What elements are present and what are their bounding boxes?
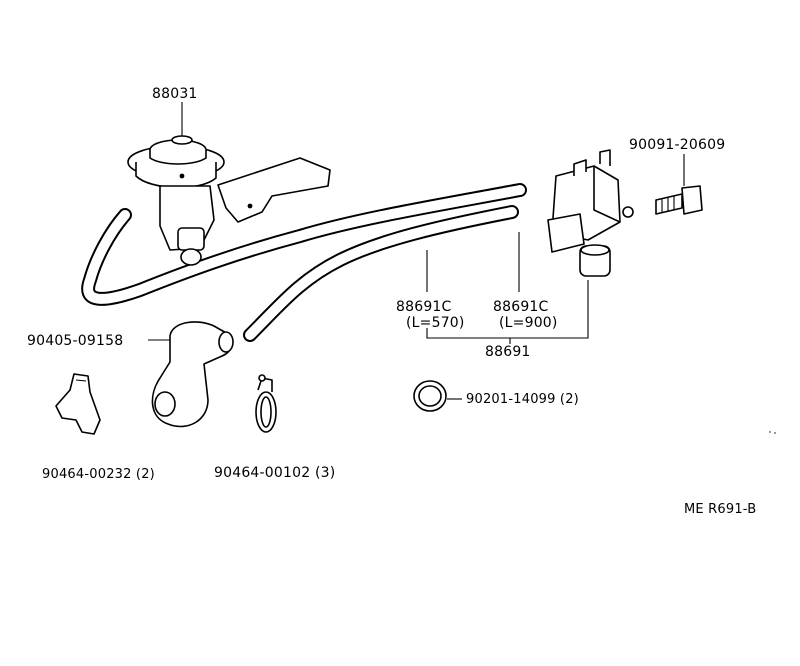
egr-valve	[128, 136, 330, 265]
gasket-ring	[414, 381, 446, 411]
label-egr-valve: 88031	[152, 86, 198, 102]
bolt	[656, 186, 702, 214]
hose-l900	[250, 212, 512, 335]
label-hose-l570: 88691C	[396, 299, 452, 315]
vacuum-switching-valve	[548, 150, 633, 276]
label-hose-clamp: 90464-00102 (3)	[214, 465, 336, 481]
label-hose-fitting: 90405-09158	[27, 333, 124, 349]
leader-lines	[148, 102, 684, 399]
bracket-clip	[56, 374, 100, 434]
label-hose-assy: 88691	[485, 344, 531, 360]
hose-l570	[88, 190, 520, 299]
label-gasket-ring: 90201-14099 (2)	[466, 392, 579, 407]
hose-fitting	[152, 322, 233, 427]
label-hose-l900: 88691C	[493, 299, 549, 315]
label-hose-l570-length: (L=570)	[406, 315, 465, 331]
label-bolt: 90091-20609	[629, 137, 726, 153]
label-hose-l900-length: (L=900)	[499, 315, 558, 331]
hose-clamp	[256, 375, 276, 432]
label-bracket-clip: 90464-00232 (2)	[42, 467, 155, 482]
margin-dots	[769, 431, 776, 434]
diagram-code: ME R691-B	[684, 502, 757, 517]
